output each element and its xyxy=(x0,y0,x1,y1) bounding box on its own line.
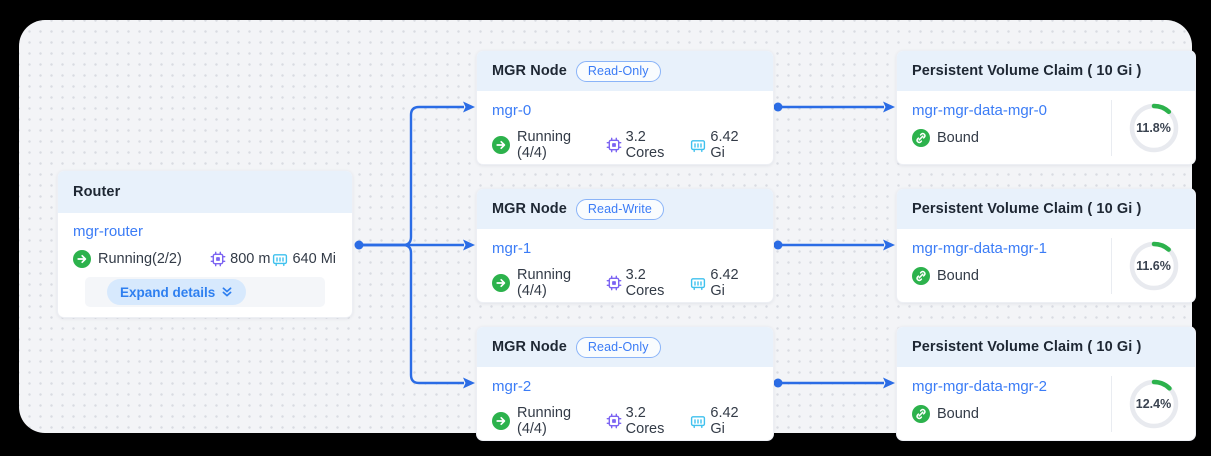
arrowhead-icon xyxy=(463,101,475,113)
memory-icon xyxy=(691,140,706,153)
memory-icon xyxy=(691,278,706,291)
edge-router-to-mgr-0 xyxy=(359,105,464,247)
mgr-memory-value: 6.42 Gi xyxy=(710,405,739,437)
running-status-icon xyxy=(73,250,91,268)
divider xyxy=(1111,238,1112,294)
cpu-icon xyxy=(606,413,622,429)
mgr-role-badge: Read-Only xyxy=(575,336,661,358)
pvc-name-link[interactable]: mgr-mgr-data-mgr-1 xyxy=(912,240,1048,257)
edge-router-to-mgr-2 xyxy=(359,243,464,385)
mgr-2-source-handle xyxy=(773,378,783,388)
mgr-status-text: Running (4/4) xyxy=(517,405,572,437)
usage-ring: 11.6% xyxy=(1128,240,1180,292)
mgr-cpu-value: 3.2 Cores xyxy=(625,267,665,299)
router-node-card[interactable]: Router mgr-router Running(2/2) xyxy=(57,170,353,318)
arrowhead-icon xyxy=(883,239,895,251)
router-cpu-value: 800 m xyxy=(230,251,271,267)
mgr-card-header: MGR Node Read-Write xyxy=(477,189,773,229)
arrowhead-icon xyxy=(883,377,895,389)
pvc-card-title: Persistent Volume Claim ( 10 Gi ) xyxy=(912,63,1142,79)
mgr-card-title: MGR Node xyxy=(492,201,567,217)
router-source-handle xyxy=(354,240,364,250)
divider xyxy=(1111,376,1112,432)
mgr-card-header: MGR Node Read-Only xyxy=(477,51,773,91)
mgr-cpu-value: 3.2 Cores xyxy=(625,129,665,161)
arrowhead-icon xyxy=(883,101,895,113)
usage-percent-label: 11.8% xyxy=(1136,121,1171,135)
usage-ring: 12.4% xyxy=(1128,378,1180,430)
mgr-1-source-handle xyxy=(773,240,783,250)
memory-icon xyxy=(273,254,288,267)
router-memory-value: 640 Mi xyxy=(292,251,336,267)
pvc-card-title: Persistent Volume Claim ( 10 Gi ) xyxy=(912,201,1142,217)
mgr-name-link[interactable]: mgr-0 xyxy=(492,102,532,119)
mgr-node-card-2[interactable]: MGR Node Read-Only mgr-2 Running (4/4) xyxy=(476,326,774,441)
arrowhead-icon xyxy=(463,377,475,389)
usage-percent-label: 11.6% xyxy=(1136,259,1171,273)
running-status-icon xyxy=(492,274,510,292)
memory-icon xyxy=(691,416,706,429)
mgr-memory-value: 6.42 Gi xyxy=(710,267,739,299)
pvc-card-header: Persistent Volume Claim ( 10 Gi ) xyxy=(897,327,1195,367)
mgr-role-badge: Read-Write xyxy=(575,198,664,220)
mgr-name-link[interactable]: mgr-1 xyxy=(492,240,532,257)
pvc-card-header: Persistent Volume Claim ( 10 Gi ) xyxy=(897,189,1195,229)
expand-details-label: Expand details xyxy=(120,284,216,300)
usage-percent-label: 12.4% xyxy=(1135,397,1172,411)
router-card-header: Router xyxy=(58,171,352,213)
mgr-0-source-handle xyxy=(773,102,783,112)
router-card-title: Router xyxy=(73,184,121,200)
cpu-icon xyxy=(210,251,226,267)
arrowhead-icon xyxy=(463,239,475,251)
usage-ring: 11.8% xyxy=(1128,102,1180,154)
pvc-name-link[interactable]: mgr-mgr-data-mgr-2 xyxy=(912,378,1048,395)
expand-details-strip: Expand details xyxy=(85,277,325,307)
bound-status-icon xyxy=(912,129,930,147)
running-status-icon xyxy=(492,412,510,430)
mgr-card-header: MGR Node Read-Only xyxy=(477,327,773,367)
bound-status-icon xyxy=(912,267,930,285)
pvc-status-text: Bound xyxy=(937,130,979,146)
mgr-node-card-1[interactable]: MGR Node Read-Write mgr-1 Running (4/4) xyxy=(476,188,774,303)
mgr-status-text: Running (4/4) xyxy=(517,129,572,161)
running-status-icon xyxy=(492,136,510,154)
pvc-card-title: Persistent Volume Claim ( 10 Gi ) xyxy=(912,339,1142,355)
mgr-name-link[interactable]: mgr-2 xyxy=(492,378,532,395)
pvc-name-link[interactable]: mgr-mgr-data-mgr-0 xyxy=(912,102,1048,119)
mgr-status-text: Running (4/4) xyxy=(517,267,572,299)
mgr-node-card-0[interactable]: MGR Node Read-Only mgr-0 Running (4/4) xyxy=(476,50,774,165)
pvc-card-2[interactable]: Persistent Volume Claim ( 10 Gi ) mgr-mg… xyxy=(896,326,1196,441)
chevron-double-down-icon xyxy=(222,287,232,297)
bound-status-icon xyxy=(912,405,930,423)
divider xyxy=(1111,100,1112,156)
pvc-status-text: Bound xyxy=(937,406,979,422)
mgr-role-badge: Read-Only xyxy=(575,60,661,82)
router-status-text: Running(2/2) xyxy=(98,251,182,267)
mgr-card-title: MGR Node xyxy=(492,339,567,355)
mgr-card-title: MGR Node xyxy=(492,63,567,79)
mgr-memory-value: 6.42 Gi xyxy=(710,129,739,161)
cpu-icon xyxy=(606,137,622,153)
pvc-status-text: Bound xyxy=(937,268,979,284)
pvc-card-1[interactable]: Persistent Volume Claim ( 10 Gi ) mgr-mg… xyxy=(896,188,1196,303)
pvc-card-0[interactable]: Persistent Volume Claim ( 10 Gi ) mgr-mg… xyxy=(896,50,1196,165)
topology-canvas[interactable]: Router mgr-router Running(2/2) xyxy=(19,20,1196,441)
mgr-cpu-value: 3.2 Cores xyxy=(625,405,665,437)
router-name-link[interactable]: mgr-router xyxy=(73,223,144,240)
expand-details-button[interactable]: Expand details xyxy=(107,279,247,305)
pvc-card-header: Persistent Volume Claim ( 10 Gi ) xyxy=(897,51,1195,91)
cpu-icon xyxy=(606,275,622,291)
